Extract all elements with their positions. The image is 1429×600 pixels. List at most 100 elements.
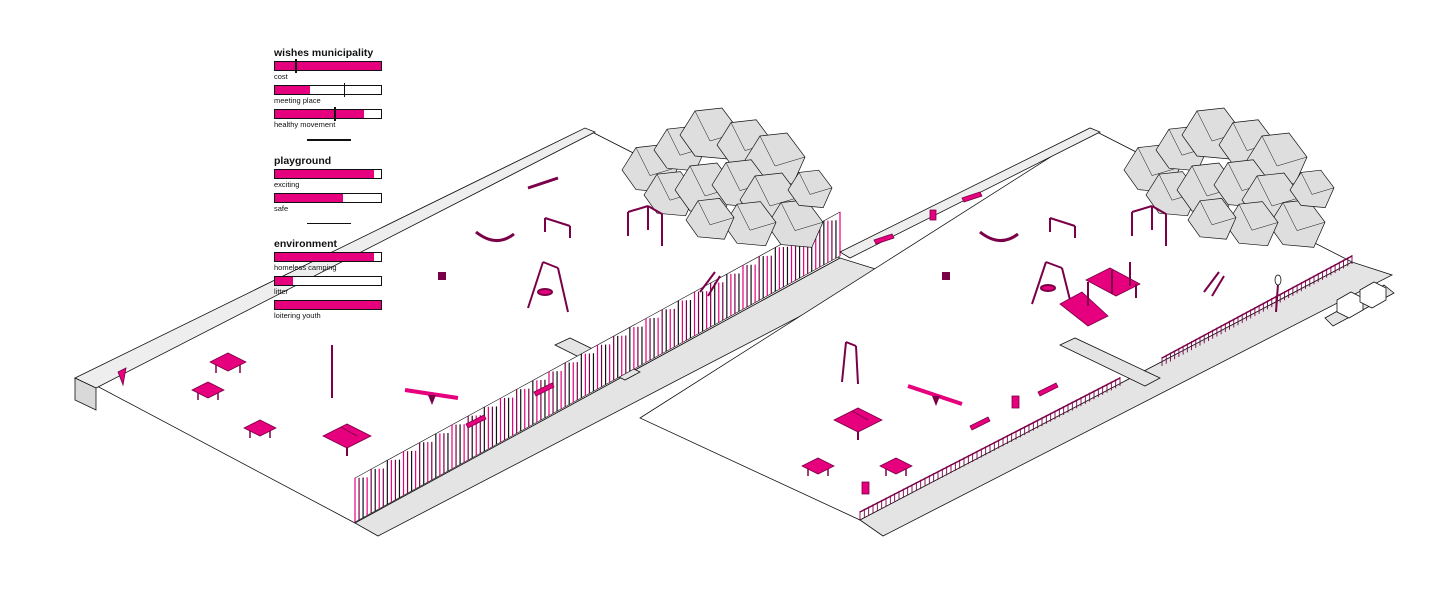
fence-low xyxy=(1161,255,1353,366)
legend-label: exciting xyxy=(274,179,300,189)
rock-edge xyxy=(1199,200,1213,225)
sidewalk xyxy=(859,261,1394,537)
rock-cluster xyxy=(621,107,833,248)
legend-row: exciting xyxy=(274,168,386,189)
rock-edge xyxy=(656,174,671,201)
legend-row: litter xyxy=(274,276,386,296)
picnic-table xyxy=(243,419,277,438)
legend-label: litter xyxy=(274,287,289,296)
rock-edge xyxy=(1300,172,1313,195)
ladder xyxy=(1203,271,1225,297)
trash-bin xyxy=(117,367,127,387)
rock-edge xyxy=(689,165,706,197)
picnic-table xyxy=(801,457,835,476)
climbing-frame xyxy=(1131,205,1167,246)
play-tower xyxy=(1059,262,1141,327)
table-tennis xyxy=(833,407,883,440)
ladder xyxy=(699,271,721,297)
legend-bar xyxy=(274,83,382,97)
legend-row: homeless camping xyxy=(274,252,386,272)
legend-group-title: playground xyxy=(274,154,332,167)
legend-row: safe xyxy=(274,192,386,213)
legend-bar-fill xyxy=(275,253,374,261)
swing xyxy=(527,261,569,313)
rock-edge xyxy=(1282,202,1298,231)
trash-bin xyxy=(861,209,1020,495)
climbing-frame xyxy=(627,205,663,246)
legend-bar xyxy=(274,59,382,73)
legend-bar-marker xyxy=(334,107,336,121)
picnic-table xyxy=(879,457,913,476)
rock-edge xyxy=(730,122,746,151)
legend-group-environment: environment homeless camping litter loit… xyxy=(274,238,386,320)
rock-edge xyxy=(1168,129,1183,156)
legend-group-title: wishes municipality xyxy=(274,47,374,59)
legend-label: homeless camping xyxy=(274,263,337,272)
rock-edge xyxy=(780,202,796,231)
legend-group-playground: playground exciting safe xyxy=(274,155,386,213)
picnic-table xyxy=(191,381,225,400)
fence-low xyxy=(859,377,1121,520)
picnic-table xyxy=(209,352,247,373)
bench xyxy=(465,414,487,429)
rock-edge xyxy=(666,129,681,156)
legend-bar-fill xyxy=(275,301,381,309)
site-after xyxy=(639,107,1395,537)
legend-row: healthy movement xyxy=(274,107,386,129)
rock-edge xyxy=(759,135,776,167)
legend-label: loitering youth xyxy=(274,311,321,320)
rock-edge xyxy=(1238,204,1253,231)
rock-edge xyxy=(736,204,751,231)
legend-bar xyxy=(274,276,382,286)
rock-edge xyxy=(1211,217,1237,226)
legend-bar xyxy=(274,168,382,179)
bench xyxy=(961,191,983,203)
rock-edge xyxy=(1227,162,1243,191)
legend-bar xyxy=(274,300,382,310)
rock-edge xyxy=(1276,156,1308,167)
spring-rider xyxy=(438,272,446,280)
legend-bar xyxy=(274,107,382,121)
rock-edge xyxy=(1311,187,1335,195)
bench xyxy=(969,416,991,431)
seesaw xyxy=(907,384,963,406)
legend-label: safe xyxy=(274,203,289,213)
rock-edge xyxy=(774,156,806,167)
legend-bar-marker xyxy=(343,83,346,97)
bench xyxy=(1037,382,1059,397)
rock-cluster xyxy=(1123,107,1335,248)
nest-swing xyxy=(979,230,1019,242)
legend: wishes municipality cost meeting place h… xyxy=(274,47,386,324)
legend-label: meeting place xyxy=(274,96,321,105)
legend-bar-fill xyxy=(275,62,381,70)
fence-tall xyxy=(354,211,841,523)
legend-label: healthy movement xyxy=(274,120,336,129)
rock-edge xyxy=(1296,221,1326,231)
legend-row: loitering youth xyxy=(274,300,386,320)
legend-bar-fill xyxy=(275,277,294,285)
rock-edge xyxy=(635,147,651,176)
rock-edge xyxy=(794,221,824,231)
legend-divider xyxy=(307,139,351,141)
rock-edge xyxy=(809,187,833,195)
legend-bar-fill xyxy=(275,86,310,94)
legend-bar-fill xyxy=(275,193,343,202)
rock-edge xyxy=(1251,222,1279,231)
seesaw xyxy=(404,388,459,405)
rock-edge xyxy=(1261,135,1278,167)
legend-bar-fill xyxy=(275,169,374,178)
balance-beam xyxy=(1049,217,1076,238)
rock-edge xyxy=(1137,147,1153,176)
legend-divider xyxy=(307,222,351,224)
rock-edge xyxy=(749,222,777,231)
legend-bar xyxy=(274,252,382,262)
utility-boxes xyxy=(1336,281,1387,319)
legend-label: cost xyxy=(274,72,288,81)
rock-edge xyxy=(725,162,741,191)
rock-edge xyxy=(754,175,771,207)
table-tennis xyxy=(322,423,372,456)
bench xyxy=(533,382,555,397)
rock-edge xyxy=(1196,110,1213,142)
rock-edge xyxy=(1191,165,1208,197)
